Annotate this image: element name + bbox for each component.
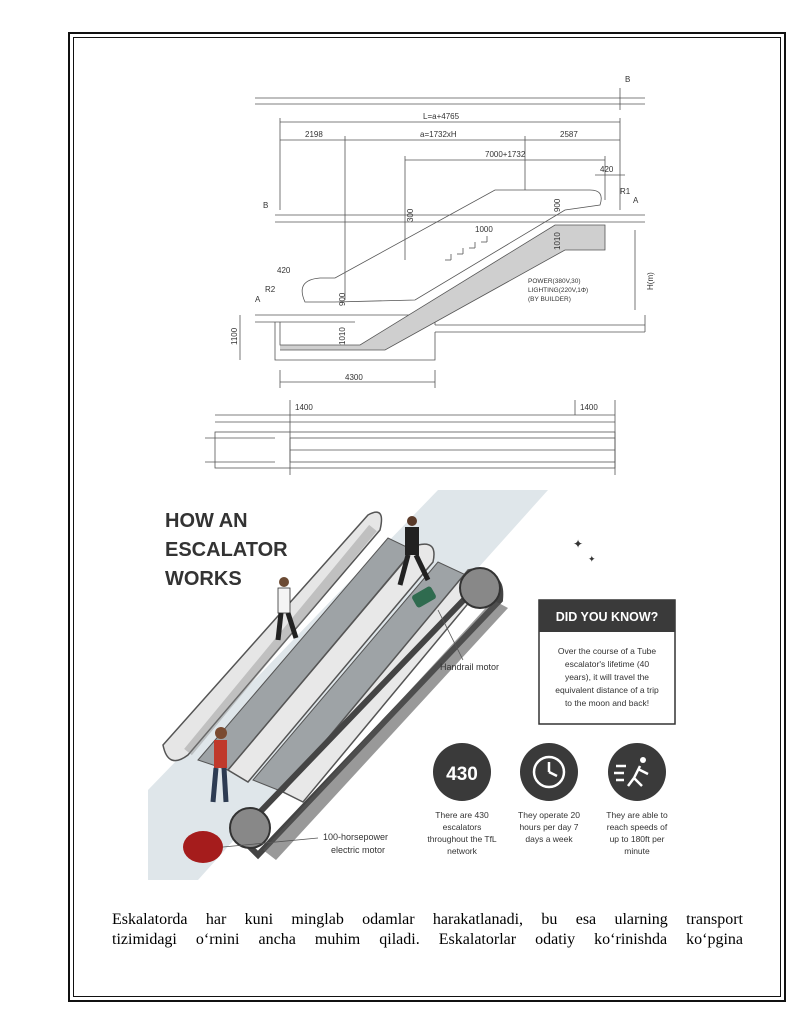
infographic-title-line-2: ESCALATOR [165,539,288,561]
dim-plan-right: 1400 [580,403,598,412]
did-you-know-line-1: Over the course of a Tube [558,646,657,656]
stat-1-line-4: network [447,846,478,856]
person-bottom [210,727,229,803]
handrail-motor-icon [412,586,436,608]
dim-h-1010-top: 1010 [553,232,562,250]
dim-height-label: H(m) [646,272,655,290]
stat-3-line-4: minute [624,846,650,856]
paragraph-line-2: tizimidagi o‘rnini ancha muhim qiladi. E… [112,931,743,948]
stat-badge-escalator-count [433,743,491,801]
escalator-technical-drawing: B L=a+4765 2198 a=1732xH 2587 7000+1732 … [205,75,655,475]
page-border-outer [68,32,786,1002]
escalator-infographic: ✦ ✦ HOW AN ESCALATOR WORKS DID YOU KNOW?… [148,490,676,880]
infographic-title-line-1: HOW AN [165,510,248,532]
did-you-know-line-3: years), it will travel the [565,672,649,682]
page-border-inner [73,37,781,997]
stat-2-line-3: days a week [525,834,573,844]
section-label-b-left: B [263,201,268,210]
dim-left-offset: 420 [277,266,291,275]
electric-motor-icon [183,831,223,863]
did-you-know-line-5: to the moon and back! [565,698,649,708]
upper-gear-icon [459,567,501,609]
dim-plan-left: 1400 [295,403,313,412]
dim-h-900-top: 900 [553,198,562,212]
label-radius-right: R1 [620,187,631,196]
handrail-motor-label: Handrail motor [440,662,499,672]
electric-motor-label-line-2: electric motor [331,845,385,855]
did-you-know-heading: DID YOU KNOW? [556,610,659,624]
dim-pit-height: 1100 [230,327,239,345]
dim-step: 1000 [475,225,493,234]
power-note-line-1: POWER(380V,30) [528,278,581,285]
star-icon: ✦ [573,537,583,551]
lower-gear-icon [229,807,271,849]
dim-pit-length: 4300 [345,373,363,382]
power-note-line-3: (BY BUILDER) [528,296,571,303]
stat-badge-number: 430 [446,764,478,785]
label-radius-left: R2 [265,285,276,294]
dim-h-300: 300 [406,208,415,222]
dim-span: 7000+1732 [485,150,526,159]
stat-2-line-1: They operate 20 [518,810,580,820]
section-label-a-left: A [255,295,261,304]
stat-3-line-1: They are able to [606,810,668,820]
section-label-a-right: A [633,196,639,205]
moon-icon [588,530,640,589]
dim-left-top: 2198 [305,130,323,139]
dim-h-900-bottom: 900 [338,292,347,306]
stat-1-line-3: throughout the TfL [427,834,497,844]
dim-total-length: L=a+4765 [423,112,460,121]
did-you-know-line-2: escalator's lifetime (40 [565,659,650,669]
clock-icon [532,755,566,789]
dim-right-offset: 420 [600,165,614,174]
stat-3-line-2: reach speeds of [607,822,668,832]
dim-right-top: 2587 [560,130,578,139]
stat-2-line-2: hours per day 7 [519,822,578,832]
did-you-know-line-4: equivalent distance of a trip [555,685,659,695]
dim-mid-top: a=1732xH [420,130,457,139]
person-top [397,516,431,586]
star-icon-small: ✦ [588,554,596,564]
infographic-title-line-3: WORKS [165,568,242,590]
running-person-icon [614,757,649,787]
dim-h-1010-bottom: 1010 [338,327,347,345]
section-label-b-top: B [625,75,630,84]
power-note-line-2: LIGHTING(220V,1Φ) [528,287,588,294]
stat-1-line-1: There are 430 [435,810,489,820]
person-middle [275,577,299,641]
body-paragraph: Eskalatorda har kuni minglab odamlar har… [112,910,743,950]
paragraph-line-1: Eskalatorda har kuni minglab odamlar har… [112,911,743,928]
stat-1-line-2: escalators [443,822,482,832]
stat-3-line-3: up to 180ft per [610,834,665,844]
electric-motor-label-line-1: 100-horsepower [323,832,388,842]
